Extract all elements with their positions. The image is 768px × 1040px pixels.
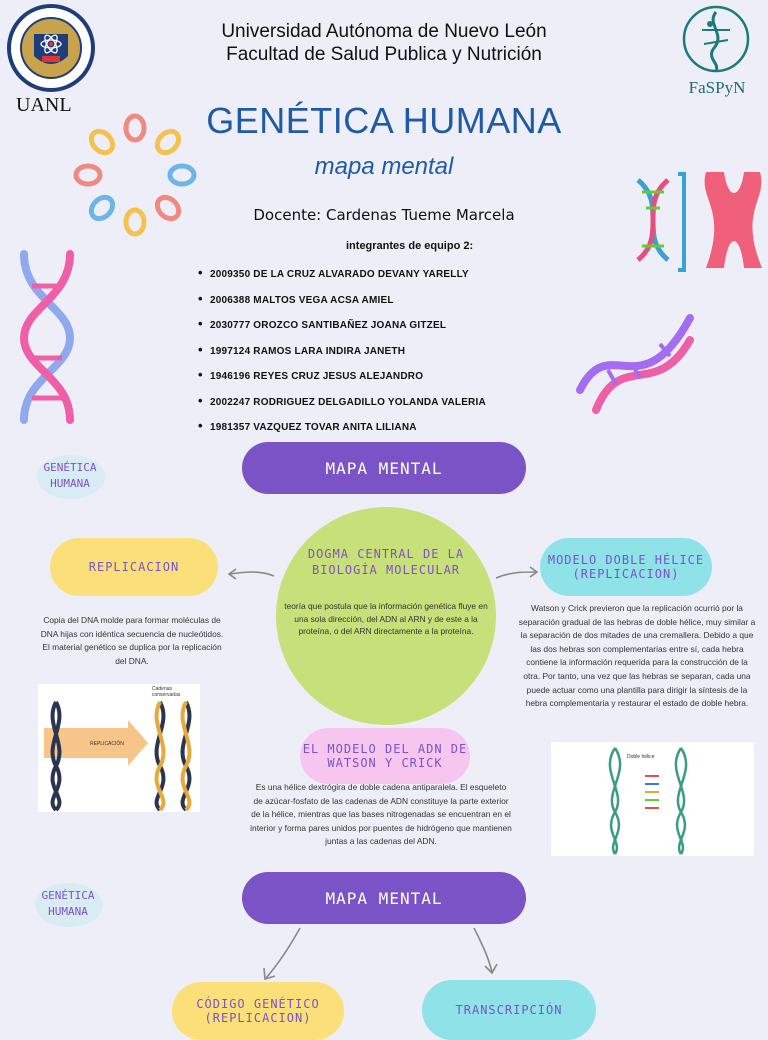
dna-diagonal-icon [570,300,700,420]
doble-helice-figure-caption: Doble hélice [627,754,655,760]
member-item: 2009350 DE LA CRUZ ALVARADO DEVANY YAREL… [198,262,486,288]
faculty-name: Facultad de Salud Publica y Nutrición [226,44,542,65]
banner-mapa-mental-2: MAPA MENTAL [242,872,526,924]
member-item: 1981357 VAZQUEZ TOVAR ANITA LILIANA [198,415,486,441]
member-item: 1997124 RAMOS LARA INDIRA JANETH [198,339,486,365]
university-name: Universidad Autónoma de Nuevo León [221,21,547,42]
faspyn-logo-icon [676,4,756,74]
replicacion-figure-label: REPLICACIÓN [90,741,124,747]
page-subtitle: mapa mental [314,153,454,180]
uanl-seal-icon [6,4,96,92]
arrow-down-left-icon [263,927,301,981]
arrow-left-icon [227,568,275,580]
node-transcripcion: TRANSCRIPCIÓN [422,980,596,1040]
center-title: DOGMA CENTRAL DE LA BIOLOGÍA MOLECULAR [307,547,465,577]
node-codigo-genetico: CÓDIGO GENÉTICO (REPLICACION) [172,982,344,1040]
doble-helice-figure: Doble hélice [551,742,754,856]
page-title: GENÉTICA HUMANA [206,100,562,141]
side-label-genetica-2: GENÉTICA HUMANA [28,880,108,930]
replicacion-figure: REPLICACIÓN Cadenas conservadas [38,684,200,812]
center-circle [276,507,496,725]
node-doble-helice: MODELO DOBLE HÉLICE (REPLICACION) [540,538,712,596]
replicacion-figure-caption: Cadenas conservadas [152,686,181,698]
node-replicacion: REPLICACION [50,538,218,596]
member-item: 2030777 OROZCO SANTIBAÑEZ JOANA GITZEL [198,313,486,339]
watson-crick-text: Es una hélice dextrógira de doble cadena… [250,782,512,847]
arrow-right-icon [495,566,539,579]
doble-helice-text: Watson y Crick previeron que la replicac… [518,603,756,709]
dna-ring-icon [72,112,198,238]
faspyn-logo-text: FaSPyN [688,78,746,97]
uanl-logo-text: UANL [16,94,72,116]
node-watson-crick: EL MODELO DEL ADN DE WATSON Y CRICK [300,728,470,784]
dna-vertical-icon [10,248,82,426]
member-item: 2006388 MALTOS VEGA ACSA AMIEL [198,288,486,314]
member-item: 2002247 RODRIGUEZ DELGADILLO YOLANDA VAL… [198,390,486,416]
member-item: 1946196 REYES CRUZ JESUS ALEJANDRO [198,364,486,390]
dna-chromosome-icon [628,160,768,280]
member-list: 2009350 DE LA CRUZ ALVARADO DEVANY YAREL… [198,262,486,441]
banner-mapa-mental-1: MAPA MENTAL [242,442,526,494]
team-label: integrantes de equipo 2: [346,240,474,252]
side-label-genetica-1: GENÉTICA HUMANA [30,452,110,502]
arrow-down-right-icon [473,927,498,975]
teacher-name: Docente: Cardenas Tueme Marcela [253,206,515,224]
replicacion-text: Copia del DNA molde para formar molécula… [40,615,224,666]
center-text: teoría que postula que la información ge… [284,601,488,636]
